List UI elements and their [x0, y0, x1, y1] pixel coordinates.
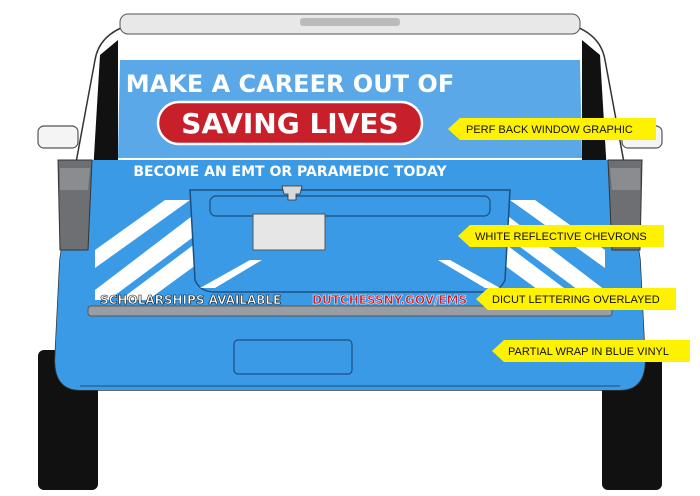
- hitch-cover: [233, 339, 353, 375]
- headline-line2: SAVING LIVES: [181, 107, 398, 140]
- liftgate-panel: [189, 189, 511, 293]
- callout-arrow: [458, 225, 664, 247]
- callout-arrow: [476, 288, 676, 310]
- right-pillar: [582, 40, 608, 190]
- callout-chevrons: WHITE REFLECTIVE CHEVRONS: [458, 225, 664, 247]
- callout-label: PARTIAL WRAP IN BLUE VINYL: [508, 346, 669, 358]
- website-text: DUTCHESSNY.GOV/EMS: [312, 293, 467, 307]
- callout-arrow: [448, 118, 656, 140]
- callout-arrow: [492, 340, 690, 362]
- left-mirror: [37, 125, 79, 149]
- headline-banner: [156, 100, 424, 146]
- scholarships-text: SCHOLARSHIPS AVAILABLE: [100, 293, 281, 307]
- bowtie-emblem: [281, 185, 303, 201]
- callout-label: DICUT LETTERING OVERLAYED: [492, 294, 660, 306]
- callout-label: PERF BACK WINDOW GRAPHIC: [466, 124, 633, 136]
- brake-light-bar: [300, 18, 400, 26]
- headline-line1: MAKE A CAREER OUT OF: [126, 70, 454, 98]
- liftgate-chevrons: [200, 260, 500, 288]
- liftgate-handle-recess: [209, 195, 491, 217]
- callout-label: WHITE REFLECTIVE CHEVRONS: [475, 231, 647, 243]
- callout-dicut: DICUT LETTERING OVERLAYED: [476, 288, 676, 310]
- bumper-step: [87, 305, 613, 317]
- subheadline: BECOME AN EMT OR PARAMEDIC TODAY: [133, 164, 447, 180]
- left-tail-lens: [60, 168, 90, 190]
- callout-partial-wrap: PARTIAL WRAP IN BLUE VINYL: [492, 340, 690, 362]
- callout-perf-window: PERF BACK WINDOW GRAPHIC: [448, 118, 656, 140]
- license-plate: [252, 213, 326, 251]
- left-pillar: [92, 40, 118, 190]
- right-tail-lens: [610, 168, 640, 190]
